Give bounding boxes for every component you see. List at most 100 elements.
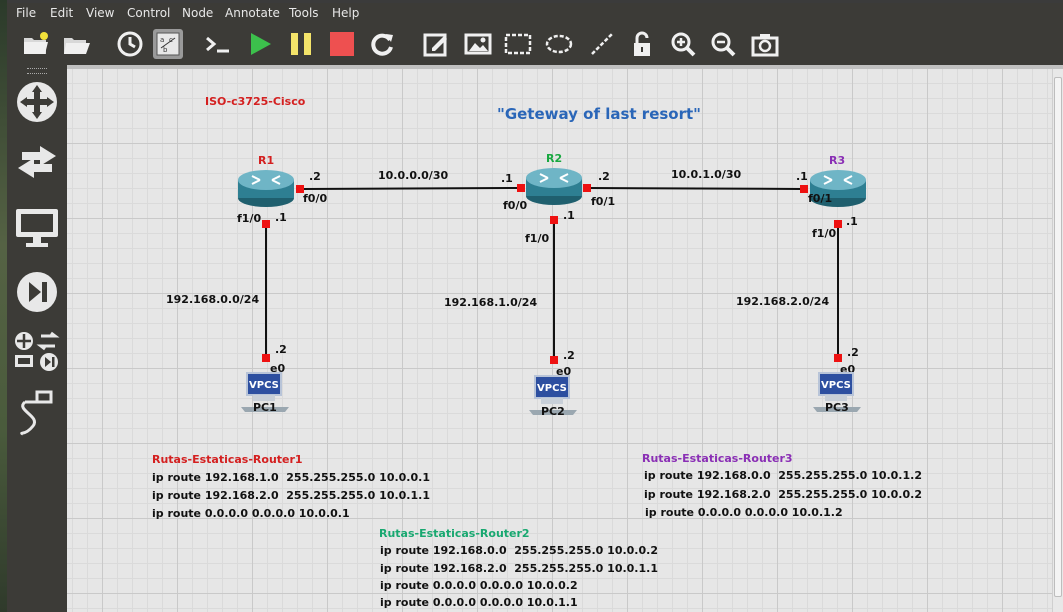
menu-view[interactable]: View [86, 6, 115, 20]
draw-ellipse-icon[interactable] [544, 29, 574, 59]
browse-switches-icon[interactable] [12, 137, 62, 187]
svg-text:a: a [160, 36, 164, 44]
routes-router1-title[interactable]: Rutas-Estaticas-Router1 [152, 453, 303, 466]
console-all-icon[interactable] [203, 29, 233, 59]
label-r2-f00: f0/0 [503, 199, 528, 212]
pc1-badge: VPCS [249, 380, 279, 391]
routes-router3-title[interactable]: Rutas-Estaticas-Router3 [642, 452, 793, 465]
label-r1-f10: f1/0 [237, 212, 262, 225]
routes-router3-line[interactable]: ip route 192.168.0.0 255.255.255.0 10.0.… [644, 469, 922, 482]
add-note-icon[interactable] [421, 29, 451, 59]
new-project-icon[interactable] [21, 29, 51, 59]
lock-unlock-icon[interactable] [627, 29, 657, 59]
vertical-scrollbar[interactable] [1052, 69, 1063, 612]
label-r3-f10: f1/0 [812, 227, 837, 240]
routes-router1-line[interactable]: ip route 192.168.2.0 255.255.255.0 10.0.… [152, 489, 430, 502]
router-r2[interactable] [525, 166, 583, 206]
pc-pc1[interactable]: VPCS [239, 371, 291, 413]
port-r1-f00[interactable] [296, 185, 304, 193]
routes-router2-title[interactable]: Rutas-Estaticas-Router2 [379, 527, 530, 540]
menu-help[interactable]: Help [332, 6, 360, 20]
reload-all-icon[interactable] [367, 29, 397, 59]
label-r2-f00-ip: .1 [501, 172, 513, 185]
open-project-icon[interactable] [61, 29, 91, 59]
title-note[interactable]: "Geteway of last resort" [497, 105, 701, 123]
port-r3-f01[interactable] [800, 185, 808, 193]
network-label-lan3[interactable]: 192.168.2.0/24 [736, 295, 830, 308]
port-pc2-e0[interactable] [550, 356, 558, 364]
label-pc2-e0: e0 [556, 365, 572, 378]
stop-all-icon[interactable] [327, 29, 357, 59]
label-r2-f10-ip: .1 [563, 209, 575, 222]
router-r1[interactable] [237, 168, 295, 208]
routes-router2-line[interactable]: ip route 192.168.0.0 255.255.255.0 10.0.… [380, 544, 658, 557]
topology-canvas[interactable]: ISO-c3725-Cisco "Geteway of last resort"… [67, 65, 1063, 612]
label-r2-f01-ip: .2 [598, 170, 610, 183]
link-r1-r2[interactable] [302, 187, 522, 190]
routes-router1-line[interactable]: ip route 192.168.1.0 255.255.255.0 10.0.… [152, 471, 430, 484]
router-label-r3[interactable]: R3 [829, 154, 846, 167]
router-label-r1[interactable]: R1 [258, 154, 275, 167]
label-r3-f01: f0/1 [808, 192, 833, 205]
svg-text:b: b [163, 46, 168, 54]
port-r1-f10[interactable] [262, 220, 270, 228]
menu-node[interactable]: Node [182, 6, 214, 20]
label-pc1-e0: e0 [270, 362, 286, 375]
pc-label-pc3[interactable]: PC3 [825, 401, 849, 414]
router-label-r2[interactable]: R2 [546, 152, 563, 165]
port-pc1-e0[interactable] [262, 354, 270, 362]
menu-file[interactable]: File [16, 6, 37, 20]
pc-label-pc1[interactable]: PC1 [253, 401, 277, 414]
start-all-icon[interactable] [245, 29, 275, 59]
browse-security-devices-icon[interactable] [12, 267, 62, 317]
routes-router2-line[interactable]: ip route 0.0.0.0 0.0.0.0 10.0.0.2 [380, 579, 578, 592]
sidebar-grip[interactable] [27, 68, 47, 74]
routes-router2-line[interactable]: ip route 0.0.0.0 0.0.0.0 10.0.1.1 [380, 596, 578, 609]
browse-all-devices-icon[interactable] [12, 327, 62, 377]
vertical-scrollbar-thumb[interactable] [1054, 77, 1062, 597]
suspend-all-icon[interactable] [286, 29, 316, 59]
pc-pc2[interactable]: VPCS [527, 374, 579, 416]
network-label-lan1[interactable]: 192.168.0.0/24 [166, 293, 260, 306]
draw-rectangle-icon[interactable] [503, 29, 533, 59]
add-link-icon[interactable] [12, 387, 62, 437]
label-pc3-ip: .2 [847, 346, 859, 359]
routes-router2-line[interactable]: ip route 192.168.2.0 255.255.255.0 10.0.… [380, 562, 658, 575]
routes-router1-line[interactable]: ip route 0.0.0.0 0.0.0.0 10.0.0.1 [152, 507, 350, 520]
ios-image-note[interactable]: ISO-c3725-Cisco [205, 95, 306, 108]
port-r2-f00[interactable] [517, 184, 525, 192]
port-r2-f10[interactable] [550, 216, 558, 224]
network-label-r1-r2[interactable]: 10.0.0.0/30 [378, 169, 449, 182]
link-r2-r3[interactable] [586, 187, 805, 190]
pc-pc3[interactable]: VPCS [811, 371, 863, 413]
snapshot-icon[interactable] [115, 29, 145, 59]
router-r3[interactable] [809, 168, 867, 208]
links-layer [265, 187, 839, 361]
desktop-edge [0, 0, 7, 612]
label-r2-f10: f1/0 [525, 232, 550, 245]
insert-picture-icon[interactable] [463, 29, 493, 59]
pc-label-pc2[interactable]: PC2 [541, 405, 565, 418]
menu-edit[interactable]: Edit [50, 6, 74, 20]
network-label-r2-r3[interactable]: 10.0.1.0/30 [671, 168, 742, 181]
label-r1-f00: f0/0 [303, 192, 328, 205]
zoom-out-icon[interactable] [708, 29, 738, 59]
menu-annotate[interactable]: Annotate [225, 6, 280, 20]
port-pc3-e0[interactable] [834, 354, 842, 362]
draw-line-icon[interactable] [587, 29, 617, 59]
routes-router3-line[interactable]: ip route 192.168.2.0 255.255.255.0 10.0.… [644, 488, 922, 501]
menu-control[interactable]: Control [127, 6, 171, 20]
browse-routers-icon[interactable] [12, 77, 62, 127]
zoom-in-icon[interactable] [668, 29, 698, 59]
routes-router3-line[interactable]: ip route 0.0.0.0 0.0.0.0 10.0.1.2 [645, 506, 843, 519]
network-label-lan2[interactable]: 192.168.1.0/24 [444, 296, 538, 309]
screenshot-icon[interactable] [750, 29, 780, 59]
port-r3-f10[interactable] [834, 220, 842, 228]
label-r1-f00-ip: .2 [309, 170, 321, 183]
menu-tools[interactable]: Tools [289, 6, 319, 20]
browse-end-devices-icon[interactable] [12, 203, 62, 253]
label-pc2-ip: .2 [563, 349, 575, 362]
port-r2-f01[interactable] [583, 184, 591, 192]
